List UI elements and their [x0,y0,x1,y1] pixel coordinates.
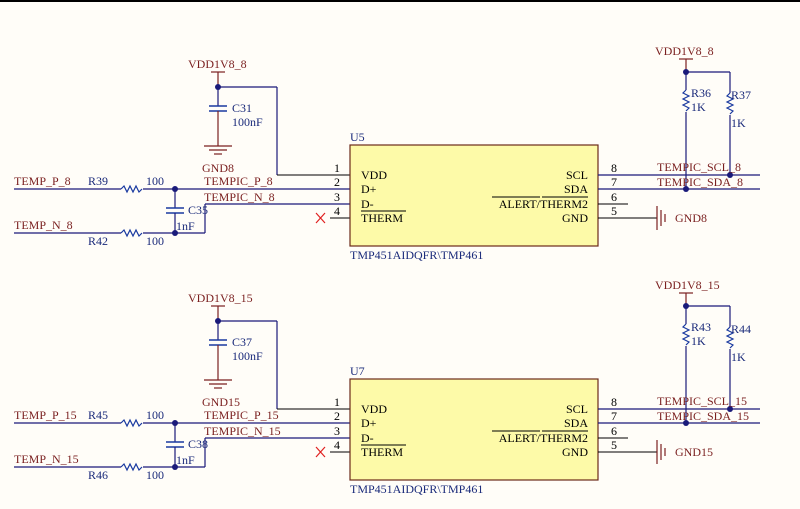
resistor-icon [120,418,143,428]
ic-pin-name: VDD [361,168,387,182]
power-net-label: VDD1V8_8 [655,44,714,58]
resistor-icon [725,326,735,349]
power-net-label: VDD1V8_15 [655,278,720,292]
ic-pin-name: THERM [361,211,403,225]
input-net-label-p: TEMP_P_8 [14,174,71,188]
ic-pin-name: SCL [566,402,588,416]
ic-net-label-n: TEMPIC_N_8 [204,190,275,204]
ic-pin-name: D- [361,431,374,445]
input-net-label-p: TEMP_P_15 [14,408,77,422]
decoupling-cap-designator: C37 [232,335,252,349]
pin-number: 6 [611,190,617,204]
ic-pin-name: SDA [564,416,588,430]
pin-number: 8 [611,161,617,175]
pullup-designator: R43 [691,320,711,334]
power-net-label: VDD1V8_8 [188,57,247,71]
resistor-icon [681,323,691,346]
pin-number: 5 [611,438,617,452]
ic-pin-name: D+ [361,416,377,430]
series-resistor-designator: R46 [88,468,108,482]
ic-designator: U5 [350,130,365,144]
no-connect-icon [315,212,326,224]
series-resistor-designator: R39 [88,174,108,188]
sda-net-label: TEMPIC_SDA_15 [657,409,749,423]
pin-number: 2 [334,409,340,423]
pin-number: 2 [334,175,340,189]
pin-number: 7 [611,175,617,189]
pin-number: 6 [611,424,617,438]
ic-pin-name: GND [562,211,588,225]
pin-number: 4 [334,204,340,218]
ic-part-number: TMP451AIDQFR\TMP461 [350,482,483,496]
sda-net-label: TEMPIC_SDA_8 [657,175,743,189]
pullup-value: 1K [691,100,706,114]
ground-net-label: GND8 [202,161,234,175]
filter-cap-designator: C38 [188,437,208,451]
ground-net-label: GND15 [675,445,713,459]
pin-number: 3 [334,424,340,438]
junction-dot [683,186,689,192]
resistor-icon [120,462,143,472]
filter-cap-designator: C35 [188,203,208,217]
input-net-label-n: TEMP_N_8 [14,218,73,232]
resistor-icon [120,184,143,194]
window-top-border [0,0,800,2]
pin-number: 3 [334,190,340,204]
junction-dot [683,420,689,426]
pullup-value: 1K [691,334,706,348]
input-net-label-n: TEMP_N_15 [14,452,79,466]
ic-part-number: TMP451AIDQFR\TMP461 [350,248,483,262]
no-connect-icon [315,446,326,458]
pullup-designator: R37 [731,88,751,102]
ic-net-label-n: TEMPIC_N_15 [204,424,281,438]
pullup-designator: R36 [691,86,711,100]
decoupling-cap-designator: C31 [232,101,252,115]
ground-net-label: GND8 [675,211,707,225]
ic-designator: U7 [350,364,365,378]
pin-number: 4 [334,438,340,452]
ic-pin-name: D+ [361,182,377,196]
ic-body[interactable] [349,144,599,247]
ic-pin-name: VDD [361,402,387,416]
ic-body[interactable] [349,378,599,481]
pullup-value: 1K [731,350,746,364]
pin-number: 5 [611,204,617,218]
pin-number: 7 [611,409,617,423]
pin-number: 1 [334,395,340,409]
filter-cap-value: 1nF [176,453,195,467]
resistor-icon [120,228,143,238]
filter-cap-value: 1nF [176,219,195,233]
ic-net-label-p: TEMPIC_P_15 [204,408,279,422]
series-resistor-value: 100 [146,234,164,248]
ic-pin-name: SCL [566,168,588,182]
ic-pin-name: D- [361,197,374,211]
scl-net-label: TEMPIC_SCL_8 [657,160,741,174]
junction-dot [727,406,733,412]
pin-number: 1 [334,161,340,175]
scl-net-label: TEMPIC_SCL_15 [657,394,747,408]
pullup-value: 1K [731,116,746,130]
ic-pin-name: GND [562,445,588,459]
power-net-label: VDD1V8_15 [188,291,253,305]
series-resistor-designator: R45 [88,408,108,422]
junction-dot [727,172,733,178]
ic-pin-name: THERM [361,445,403,459]
decoupling-cap-value: 100nF [232,115,263,129]
ic-pin-name: SDA [564,182,588,196]
ic-net-label-p: TEMPIC_P_8 [204,174,273,188]
ic-pin-name: ALERT/THERM2 [499,431,588,445]
pin-number: 8 [611,395,617,409]
ic-pin-name: ALERT/THERM2 [499,197,588,211]
series-resistor-value: 100 [146,468,164,482]
resistor-icon [681,89,691,112]
ground-net-label: GND15 [202,395,240,409]
series-resistor-value: 100 [146,408,164,422]
series-resistor-value: 100 [146,174,164,188]
decoupling-cap-value: 100nF [232,349,263,363]
series-resistor-designator: R42 [88,234,108,248]
pullup-designator: R44 [731,322,751,336]
resistor-icon [725,92,735,115]
